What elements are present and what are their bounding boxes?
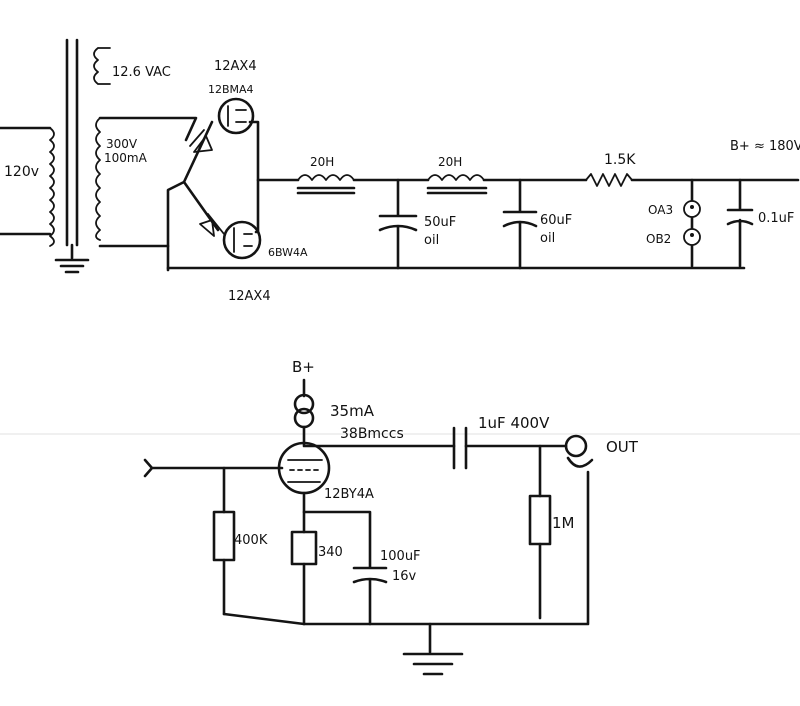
rectifier-bottom-label: 6BW4A	[268, 246, 308, 259]
choke1-core	[296, 186, 356, 195]
grid-resistor-label: 400K	[234, 533, 268, 548]
cathode-cap-value: 100uF	[380, 549, 421, 564]
choke2-core	[426, 186, 488, 195]
regulator-top-dot	[690, 205, 694, 209]
regulator-bottom-label: OB2	[646, 232, 671, 246]
bplus-output-label: B+ ≈ 180V	[730, 139, 800, 154]
bypass-cap-top	[726, 178, 754, 212]
filament-label: 12.6 VAC	[112, 65, 171, 80]
rectifier-caption: 12AX4	[228, 289, 271, 304]
grid-resistor	[212, 510, 236, 562]
triode-label: 12BY4A	[324, 487, 374, 502]
ccs-current-label: 35mA	[330, 402, 375, 420]
primary-leads	[0, 126, 52, 236]
rectifier-tube-bottom	[222, 220, 262, 260]
output-label: OUT	[606, 438, 639, 456]
cap2-top	[502, 178, 538, 214]
filament-winding	[93, 47, 111, 85]
top-diode-symbol	[189, 129, 213, 153]
chassis-ground-symbol	[54, 258, 90, 274]
load-resistor	[528, 494, 552, 546]
regulator-top-label: OA3	[648, 203, 673, 217]
power-supply-schematic: 120v 12.6 VAC 300V 100mA 12AX4 12BMA4 6B…	[0, 38, 800, 304]
regulator-bottom-dot	[690, 233, 694, 237]
output-jack	[564, 434, 588, 458]
regulator-tube-top	[683, 200, 701, 218]
rectifier-tube-bottom-elements	[233, 227, 253, 253]
secondary-voltage: 300V	[106, 137, 138, 151]
primary-label: 120v	[4, 164, 39, 180]
bplus-supply-label: B+	[292, 358, 315, 376]
bypass-cap-label: 0.1uF	[758, 211, 794, 226]
cap1-value: 50uF	[424, 215, 456, 230]
rectifier-tube-top	[217, 97, 255, 135]
cathode-resistor	[290, 530, 318, 566]
cathode-cap-bottom	[352, 577, 388, 626]
triode-tube	[277, 441, 331, 495]
rectifier-top-sublabel: 12BMA4	[208, 83, 254, 96]
cathode-cap-top	[302, 510, 388, 570]
cap1-top	[378, 178, 418, 218]
transformer-core	[65, 38, 79, 247]
input-wire	[143, 458, 284, 478]
secondary-leads	[98, 116, 198, 248]
plate-node	[302, 425, 456, 448]
hv-secondary-winding	[95, 117, 101, 241]
series-resistor	[585, 173, 633, 187]
rectifier-tube-top-elements	[227, 105, 247, 127]
choke2-label: 20H	[438, 155, 462, 169]
rectifier-top-label: 12AX4	[214, 59, 257, 74]
coupling-cap	[452, 426, 468, 470]
cap1-bottom	[378, 224, 418, 270]
amp-ground-symbol	[402, 622, 464, 676]
primary-winding	[49, 127, 55, 247]
bypass-cap-bottom	[726, 218, 754, 268]
rectifier-cathode-bus	[248, 120, 260, 234]
choke1-coil	[297, 174, 355, 181]
cap2-value: 60uF	[540, 213, 572, 228]
bottom-diode-symbol	[199, 213, 225, 237]
rectifier-bridge-wiring	[166, 120, 220, 272]
load-resistor-label: 1M	[552, 514, 575, 532]
choke1-label: 20H	[310, 155, 334, 169]
ccs-name-label: 38Bmccs	[340, 426, 404, 442]
regulator-tube-bottom	[683, 228, 701, 246]
amplifier-schematic: B+ 35mA 38Bmccs 1uF 400V OUT 12BY4A 400K…	[143, 358, 639, 676]
output-jack-sleeve	[566, 456, 594, 468]
cap2-type: oil	[540, 231, 555, 246]
cap1-type: oil	[424, 233, 439, 248]
cathode-cap-voltage: 16v	[392, 569, 417, 584]
ccs-circle-top	[293, 393, 315, 415]
resistor-label: 1.5K	[604, 152, 636, 168]
cathode-resistor-label: 340	[318, 545, 343, 560]
coupling-cap-label: 1uF 400V	[478, 414, 550, 432]
amp-ground-bus	[222, 470, 590, 626]
choke2-coil	[427, 174, 485, 181]
cap2-bottom	[502, 220, 538, 270]
secondary-current: 100mA	[104, 151, 148, 165]
